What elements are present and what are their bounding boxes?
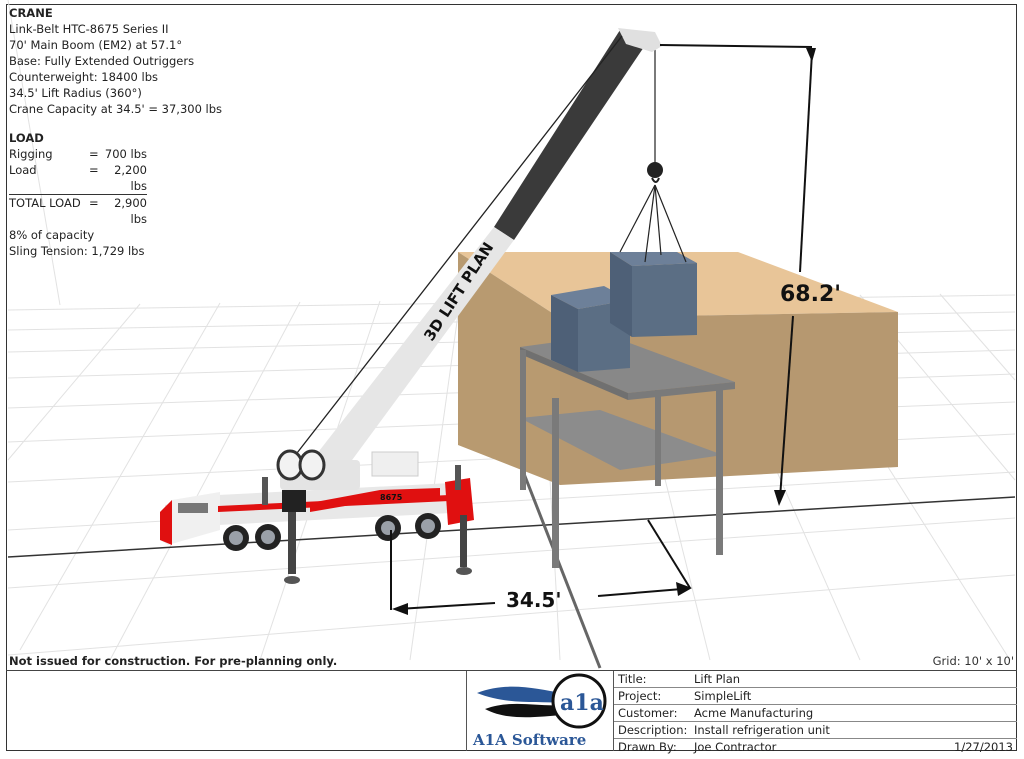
- crane-capacity: Crane Capacity at 34.5' = 37,300 lbs: [9, 102, 223, 116]
- load-row-load: Load = 2,200 lbs: [9, 163, 147, 195]
- load-percent-capacity: 8% of capacity: [9, 228, 95, 242]
- sling-tension: Sling Tension: 1,729 lbs: [9, 244, 145, 258]
- field-project: Project: SimpleLift: [614, 688, 1017, 705]
- company-logo: a1a A1A Software: [467, 671, 614, 751]
- title-block-fields: Title: Lift Plan Project: SimpleLift Cus…: [614, 671, 1017, 754]
- drawing-date: 1/27/2013: [954, 740, 1013, 754]
- field-title: Title: Lift Plan: [614, 671, 1017, 688]
- grid-scale-label: Grid: 10' x 10': [932, 654, 1014, 668]
- logo-text: A1A Software: [473, 731, 587, 749]
- disclaimer: Not issued for construction. For pre-pla…: [9, 654, 338, 668]
- crane-info-panel: CRANE Link-Belt HTC-8675 Series II 70' M…: [9, 5, 222, 117]
- crane-base: Base: Fully Extended Outriggers: [9, 54, 195, 68]
- radius-dimension-label: 34.5': [506, 588, 562, 612]
- field-description: Description: Install refrigeration unit: [614, 722, 1017, 739]
- crane-number: 8675: [380, 493, 403, 502]
- height-dimension-label: 68.2': [780, 282, 842, 307]
- rigging-slings: [619, 48, 687, 263]
- crane-counterweight: Counterweight: 18400 lbs: [9, 70, 158, 84]
- crane-model: Link-Belt HTC-8675 Series II: [9, 22, 169, 36]
- crane-header: CRANE: [9, 6, 53, 20]
- title-block: a1a A1A Software Title: Lift Plan Projec…: [6, 670, 1017, 754]
- svg-text:a1a: a1a: [560, 690, 604, 716]
- crane-carrier: 8675: [160, 449, 474, 584]
- height-dimension: [659, 44, 816, 506]
- load-row-total: TOTAL LOAD = 2,900 lbs: [9, 196, 147, 226]
- hook-block: [647, 162, 663, 178]
- load-header: LOAD: [9, 131, 44, 145]
- radius-dimension: [390, 519, 692, 615]
- load-row-rigging: Rigging = 700 lbs: [9, 147, 147, 161]
- crane-boom-config: 70' Main Boom (EM2) at 57.1°: [9, 38, 183, 52]
- load-info-panel: LOAD Rigging = 700 lbs Load = 2,200 lbs …: [9, 130, 147, 259]
- field-drawn-by: Drawn By: Joe Contractor 1/27/2013: [618, 740, 1013, 754]
- flame-logo-icon: a1a: [477, 673, 607, 729]
- field-customer: Customer: Acme Manufacturing: [614, 705, 1017, 722]
- title-block-notes-area: [6, 671, 467, 751]
- crane-lift-radius: 34.5' Lift Radius (360°): [9, 86, 142, 100]
- hanging-load-box: [610, 252, 697, 337]
